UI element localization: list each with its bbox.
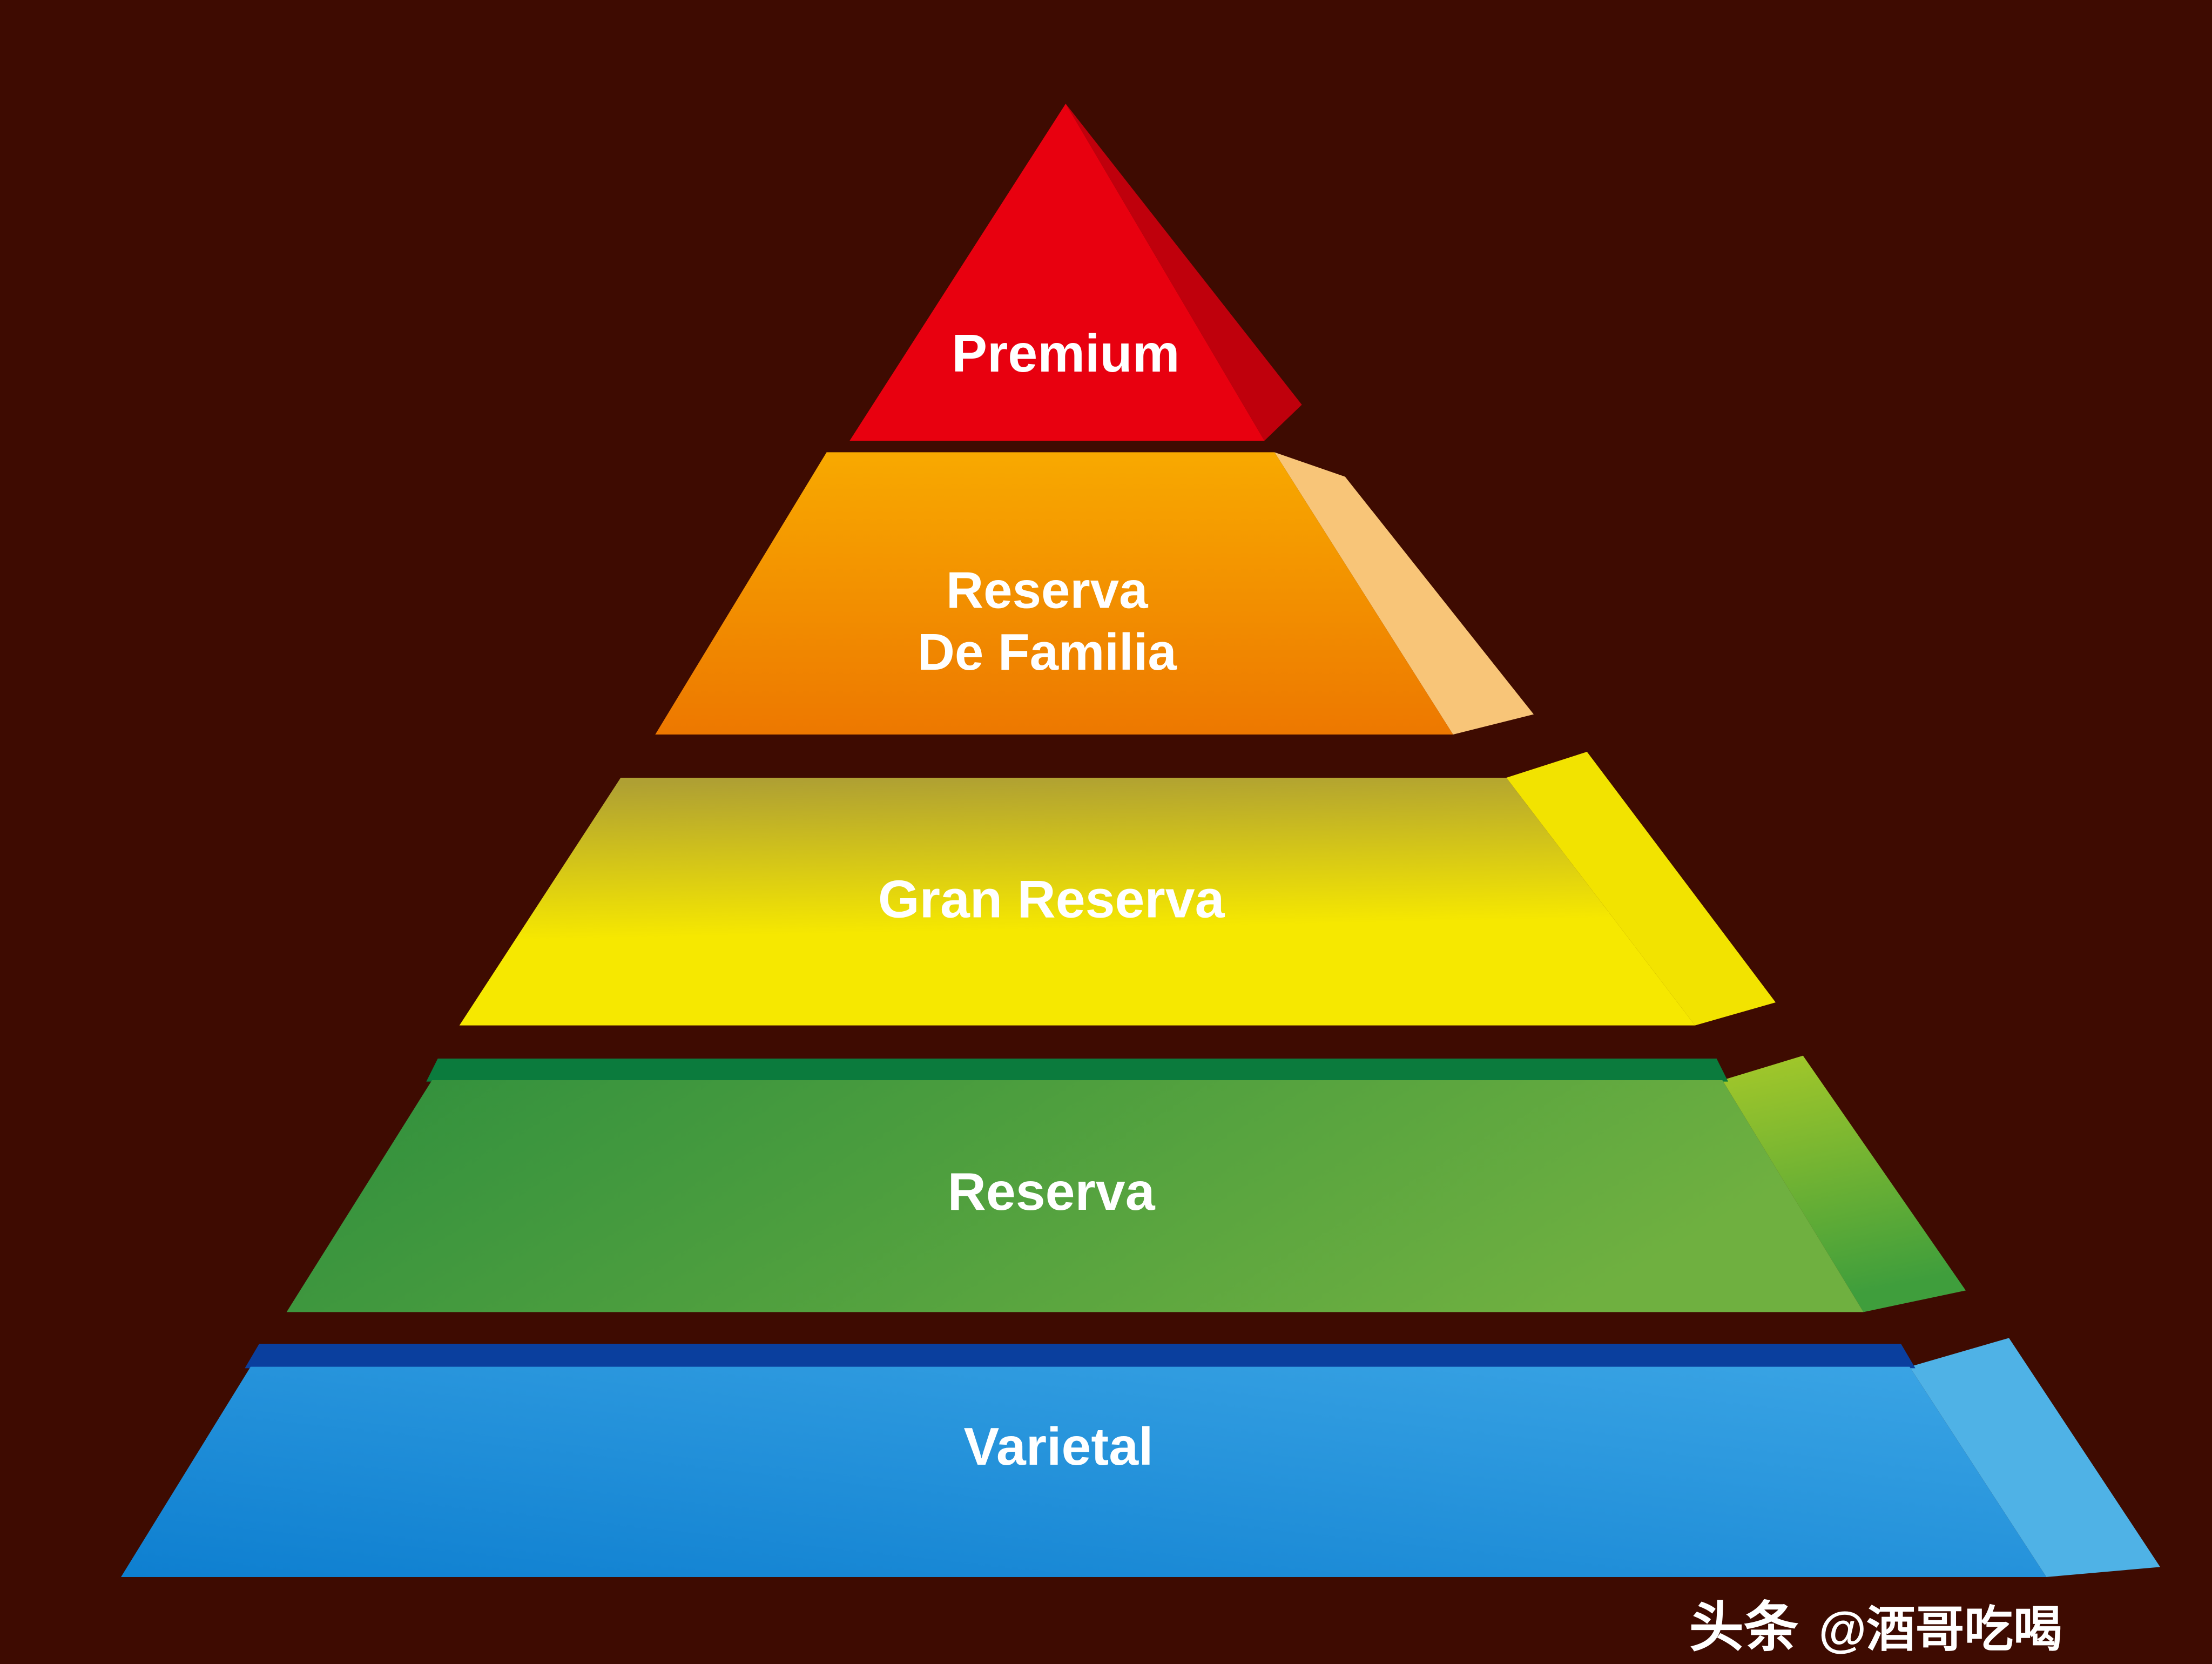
reserva-label: Reserva [948, 1162, 1156, 1221]
tier-premium: Premium [849, 104, 1302, 441]
reserva-side-face [1722, 1055, 1966, 1312]
reserva-de-familia-front-face [655, 452, 1453, 735]
toutiao-logo-text: 头条 [1689, 1597, 1799, 1658]
tier-reserva: Reserva [286, 1055, 1966, 1312]
watermark-text-group: 头条 @酒哥吃喝 [1689, 1597, 2062, 1658]
gran-reserva-label: Gran Reserva [878, 870, 1225, 929]
premium-side-face [1065, 104, 1302, 441]
varietal-top-bevel [245, 1344, 1916, 1369]
premium-label: Premium [952, 324, 1179, 383]
premium-front-face [849, 104, 1265, 441]
reserva-front-face [286, 1080, 1864, 1312]
gran-reserva-side-face [1506, 752, 1776, 1026]
watermark-handle: @酒哥吃喝 [1819, 1602, 2062, 1657]
watermark: 头条 @酒哥吃喝 [1689, 1597, 2062, 1658]
reserva-de-familia-side-face [1274, 452, 1534, 735]
reserva-de-familia-label-line-1: Reserva [946, 561, 1148, 619]
reserva-top-bevel [426, 1059, 1729, 1082]
varietal-side-face [1910, 1338, 2160, 1577]
gran-reserva-front-face [459, 778, 1695, 1026]
tier-varietal: Varietal [121, 1338, 2160, 1577]
varietal-label: Varietal [963, 1417, 1153, 1476]
tier-gran-reserva: Gran Reserva [459, 752, 1776, 1026]
varietal-front-face [121, 1366, 2047, 1577]
tier-reserva-de-familia: Reserva De Familia [655, 452, 1534, 735]
reserva-de-familia-label-line-2: De Familia [918, 623, 1177, 681]
